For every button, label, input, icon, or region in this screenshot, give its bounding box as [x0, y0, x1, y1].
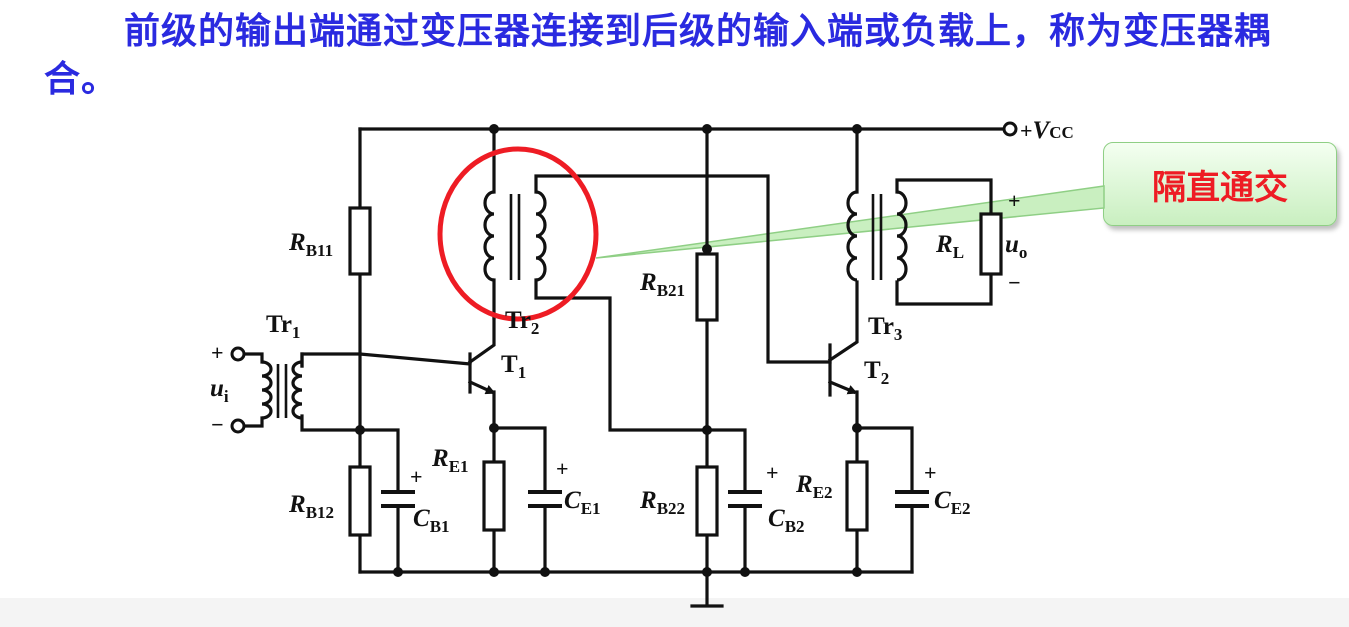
rb12-label: RB12: [288, 491, 334, 522]
ce2-label: CE2: [934, 487, 971, 518]
cb1-label: CB1: [413, 505, 450, 536]
callout-text: 隔直通交: [1152, 167, 1288, 208]
rb22-label: RB22: [639, 487, 685, 518]
ce1-plus: +: [556, 456, 569, 481]
rb21-label: RB21: [639, 269, 685, 300]
ce1-label: CE1: [564, 487, 601, 518]
t1-label: T1: [501, 351, 526, 382]
re1-label: RE1: [431, 445, 469, 476]
footer-bar: [0, 598, 1349, 627]
tr3-primary-coil: [846, 190, 858, 282]
tr3-secondary-coil: [896, 190, 908, 282]
ce2-capacitor: [895, 490, 929, 508]
ui-label: ui: [210, 375, 229, 406]
rl-resistor: [979, 212, 1003, 276]
tr2-secondary-coil: [535, 190, 547, 282]
wires: [243, 127, 1005, 608]
uo-plus: +: [1008, 188, 1021, 213]
resistors: [348, 206, 1003, 537]
input-terminal-minus: [230, 418, 246, 434]
uo-label: uo: [1005, 231, 1027, 262]
input-terminal-plus: [230, 346, 246, 362]
rl-label: RL: [935, 231, 964, 262]
cb1-capacitor: [381, 490, 415, 508]
vcc-terminal: [1002, 121, 1018, 137]
re2-resistor: [845, 460, 869, 532]
ui-minus: −: [211, 412, 224, 437]
t2-label: T2: [864, 357, 889, 388]
rb11-resistor: [348, 206, 372, 276]
tr1-secondary-coil: [291, 360, 303, 420]
transformer-coils: [261, 190, 908, 420]
capacitors: [381, 490, 929, 508]
highlight-circle: [437, 146, 599, 322]
transformer-cores: [276, 194, 883, 418]
cb2-label: CB2: [768, 505, 805, 536]
tr3-label: Tr3: [868, 313, 902, 344]
terminals: [230, 121, 1018, 434]
ce2-plus: +: [924, 460, 937, 485]
ce1-capacitor: [528, 490, 562, 508]
junctions: [355, 124, 862, 577]
tr2-label: Tr2: [505, 307, 539, 338]
rb12-resistor: [348, 465, 372, 537]
rb21-resistor: [695, 252, 719, 322]
rb11-label: RB11: [288, 229, 333, 260]
cb1-plus: +: [410, 464, 423, 489]
re1-resistor: [482, 460, 506, 532]
rb22-resistor: [695, 465, 719, 537]
page-heading: 前级的输出端通过变压器连接到后级的输入端或负载上，称为变压器耦合。: [44, 11, 1272, 100]
callout-box: 隔直通交: [1103, 142, 1337, 226]
re2-label: RE2: [795, 471, 833, 502]
uo-minus: −: [1008, 270, 1021, 295]
ui-plus: +: [211, 340, 224, 365]
ground-stub: [690, 570, 724, 608]
labels: +VCC RB11 RB12 CB1 RE1 CE1 RB21 RB22 CB2…: [210, 117, 1074, 536]
tr1-primary-coil: [261, 360, 273, 420]
tr1-label: Tr1: [266, 311, 300, 342]
cb2-plus: +: [766, 460, 779, 485]
tr2-primary-coil: [483, 190, 495, 282]
svg-text:+VCC: +VCC: [1020, 117, 1074, 144]
cb2-capacitor: [728, 490, 762, 508]
